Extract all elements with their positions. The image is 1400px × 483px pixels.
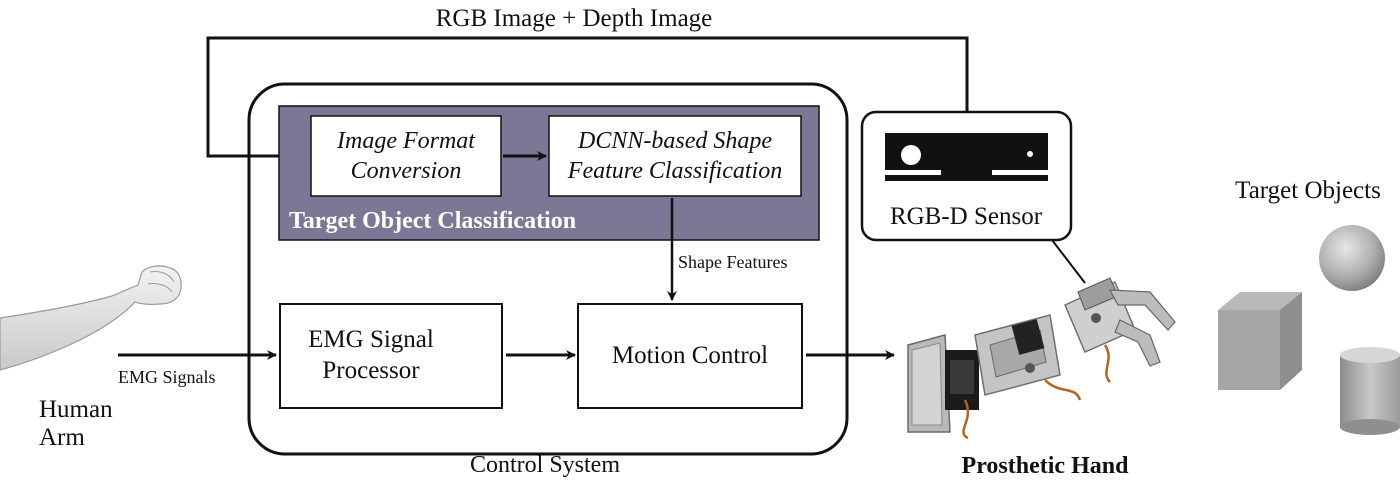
prosthetic-hand-label: Prosthetic Hand — [962, 453, 1130, 479]
emg-processor-box — [279, 303, 503, 409]
rgbd-sensor-icon — [885, 133, 1048, 181]
top-feedback-label: RGB Image + Depth Image — [436, 5, 713, 32]
human-arm-line2: Arm — [39, 424, 85, 451]
prosthetic-hand-illustration — [907, 277, 1176, 440]
target-sphere — [1319, 225, 1385, 291]
sensor-pointer-line — [1051, 239, 1086, 284]
emg-processor-line2: Processor — [322, 357, 420, 384]
emg-signals-label: EMG Signals — [118, 367, 216, 387]
emg-processor-line1: EMG Signal — [308, 326, 434, 353]
motion-control-box — [577, 303, 803, 409]
classification-title: Target Object Classification — [289, 208, 576, 234]
image-format-line1: Image Format — [336, 128, 476, 154]
shape-features-label: Shape Features — [678, 252, 787, 272]
image-format-box — [310, 115, 502, 197]
motion-control-label: Motion Control — [612, 342, 768, 369]
control-system-box — [247, 82, 849, 456]
dcnn-line2: Feature Classification — [567, 158, 782, 184]
human-arm-illustration — [0, 265, 182, 371]
rgbd-feedback-line — [206, 36, 969, 161]
image-format-line2: Conversion — [351, 158, 462, 184]
target-cylinder — [1340, 347, 1400, 435]
dcnn-box — [548, 115, 802, 197]
human-arm-line1: Human — [39, 396, 113, 423]
control-system-label: Control System — [470, 452, 620, 478]
dcnn-line1: DCNN-based Shape — [577, 128, 772, 154]
target-cube — [1218, 292, 1302, 390]
rgbd-sensor-label: RGB-D Sensor — [890, 203, 1043, 230]
target-objects-label: Target Objects — [1235, 177, 1381, 204]
